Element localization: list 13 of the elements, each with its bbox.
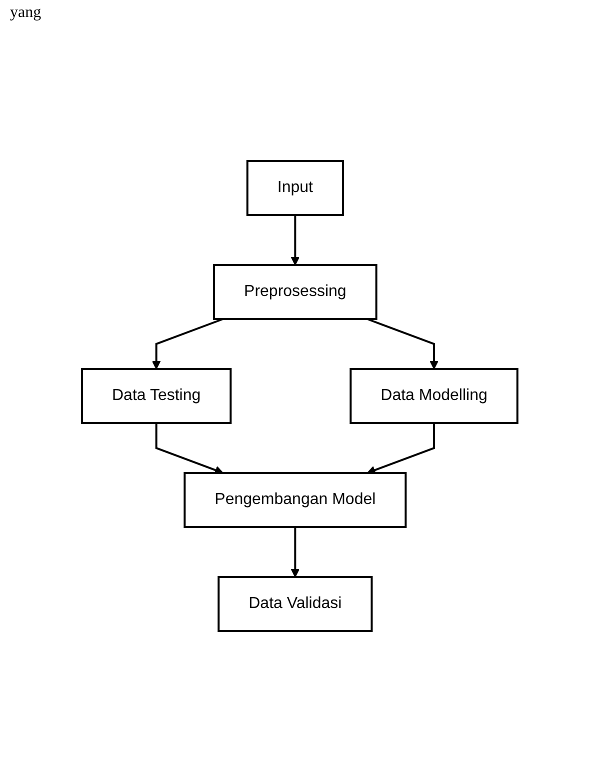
- node-box: Pengembangan Model: [183, 472, 406, 528]
- arrow: [155, 423, 224, 474]
- node-box: Data Testing: [80, 368, 232, 424]
- arrow: [366, 318, 438, 370]
- arrow: [366, 423, 435, 474]
- arrow: [152, 318, 224, 370]
- node-box: Data Modelling: [349, 368, 518, 424]
- node-box: Data Validasi: [217, 576, 373, 632]
- text-fragment: yang: [10, 4, 42, 22]
- arrow: [290, 527, 300, 578]
- node-box: Input: [246, 160, 344, 216]
- node-box: Preprosessing: [212, 264, 378, 320]
- arrow: [290, 215, 300, 266]
